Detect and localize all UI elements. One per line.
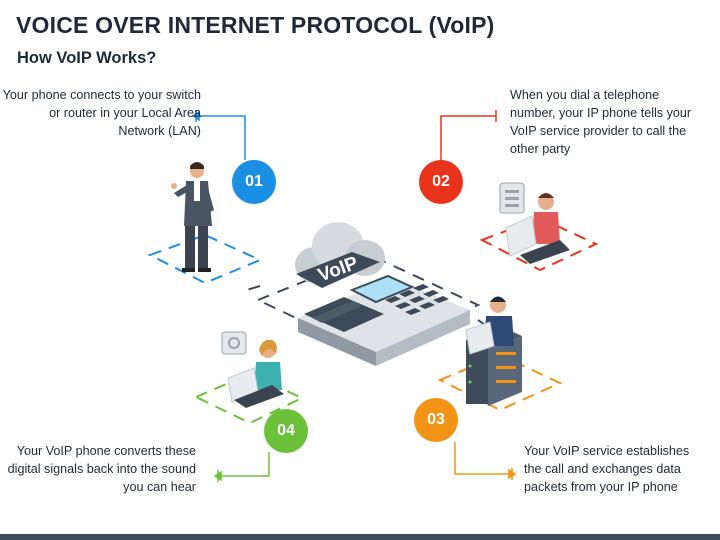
- step-04-description: Your VoIP phone converts these digital s…: [7, 444, 196, 494]
- callout-line-04: [213, 452, 270, 482]
- step-03-description: Your VoIP service establishes the call a…: [524, 444, 690, 494]
- step-03-badge: 03: [414, 398, 458, 442]
- callout-line-03: [454, 442, 517, 480]
- person-laptop-green-illustration: [221, 331, 284, 408]
- callout-line-02: [440, 110, 497, 160]
- page-subtitle: How VoIP Works?: [17, 49, 157, 67]
- person-standing-illustration: [171, 162, 214, 272]
- person-server-illustration: [465, 296, 514, 355]
- person-laptop-red-illustration: [499, 182, 570, 264]
- step-02-badge: 02: [419, 160, 463, 204]
- page-title: VOICE OVER INTERNET PROTOCOL (VoIP): [16, 12, 495, 38]
- step-01-badge: 01: [232, 160, 276, 204]
- step-04-badge: 04: [264, 409, 308, 453]
- footer-bar: [0, 534, 720, 540]
- voip-cloud-icon: VoIP: [295, 222, 385, 288]
- ip-phone-illustration: [298, 274, 470, 366]
- step-01-description: Your phone connects to your switch or ro…: [2, 88, 201, 138]
- callout-line-01: [191, 110, 246, 160]
- step-02-description: When you dial a telephone number, your I…: [510, 88, 692, 156]
